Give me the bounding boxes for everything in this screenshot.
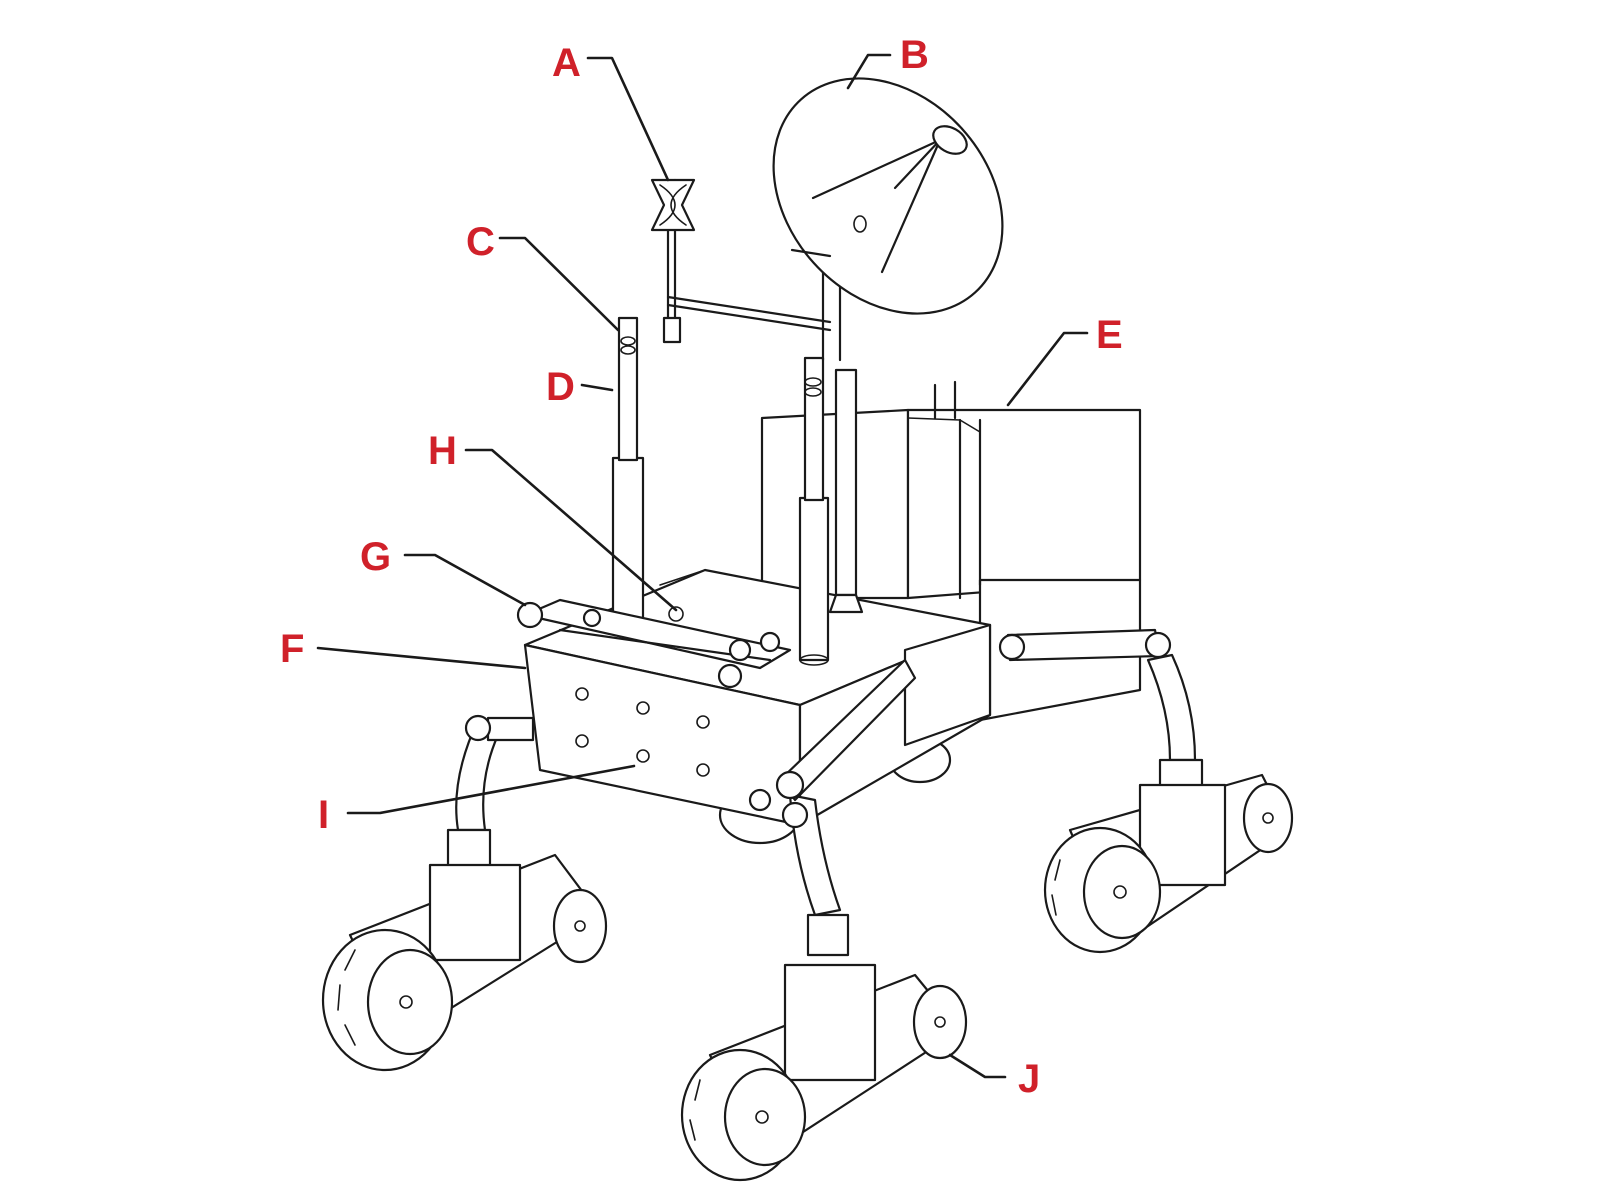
- leader-f: [316, 646, 527, 670]
- leader-a: [586, 56, 670, 182]
- wheel-rear-right: [1043, 773, 1294, 954]
- leg-front-left: [446, 714, 535, 872]
- wheel-front-right: [680, 963, 968, 1182]
- leader-g: [403, 553, 527, 607]
- leader-j: [948, 1053, 1007, 1079]
- label-j: J: [1018, 1057, 1040, 1101]
- leader-h: [464, 448, 678, 612]
- leader-c: [498, 236, 620, 332]
- wheel-front-left: [321, 853, 608, 1072]
- leader-d: [580, 383, 614, 392]
- front-panel-ports: [575, 687, 710, 777]
- label-b: B: [900, 33, 929, 77]
- mast-left: [611, 316, 645, 620]
- leader-i: [346, 764, 636, 815]
- label-e: E: [1096, 313, 1123, 357]
- label-d: D: [546, 365, 575, 409]
- leader-lines: [316, 53, 1089, 1079]
- manipulator-arm: [516, 598, 792, 689]
- leg-front-right: [748, 658, 917, 957]
- mast-antenna-support: [821, 248, 864, 614]
- label-i: I: [318, 793, 329, 837]
- mast-center: [798, 356, 830, 666]
- label-a: A: [552, 41, 581, 85]
- label-g: G: [360, 535, 391, 579]
- part-labels: A B C D E F G H I J: [280, 33, 1123, 1101]
- dish-antenna: [772, 77, 1004, 315]
- label-c: C: [466, 220, 495, 264]
- leader-b: [846, 53, 892, 90]
- sensor-boom: [650, 178, 832, 344]
- label-f: F: [280, 627, 304, 671]
- leader-e: [1006, 331, 1089, 407]
- leg-rear-right: [998, 628, 1204, 802]
- label-h: H: [428, 429, 457, 473]
